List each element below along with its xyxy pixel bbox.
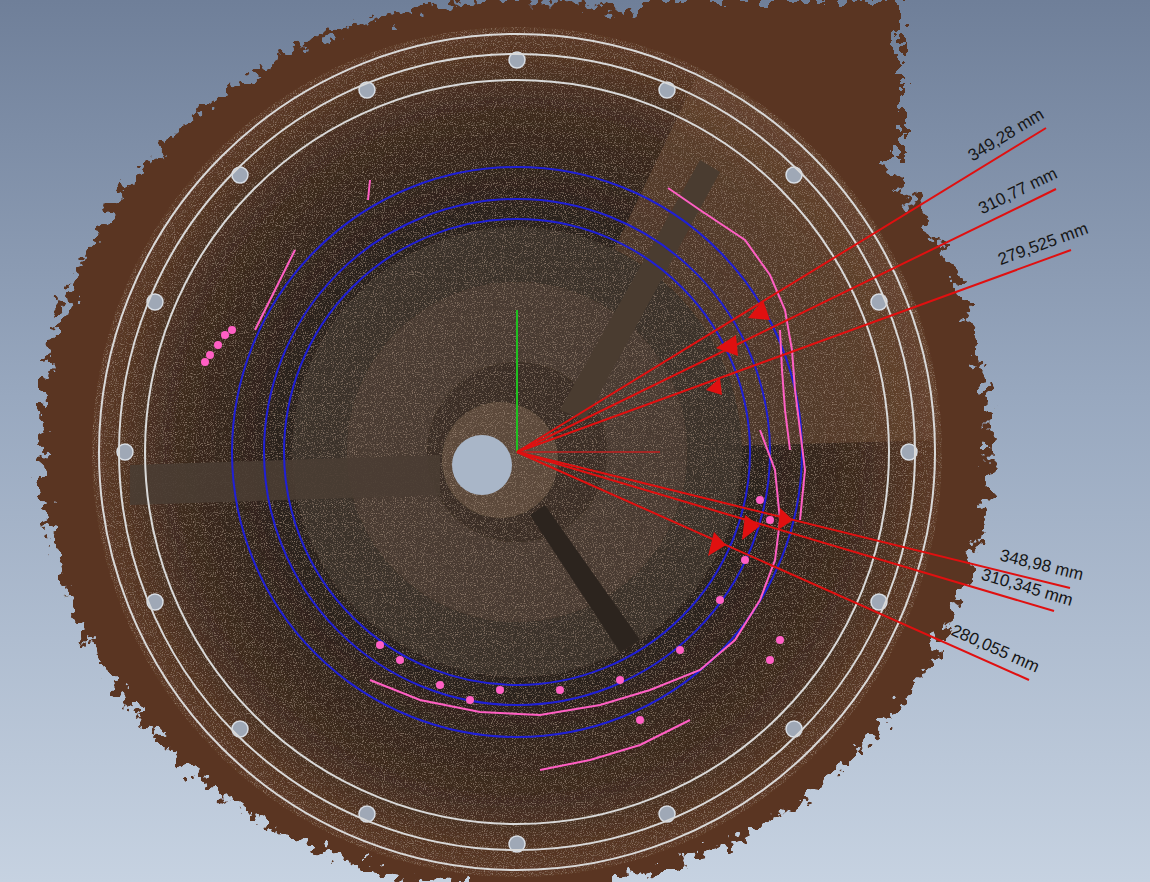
dimension-label: 280,055 mm: [948, 622, 1042, 678]
dimension-label: 310,77 mm: [976, 165, 1061, 219]
dimension-label: 279,525 mm: [996, 220, 1091, 270]
